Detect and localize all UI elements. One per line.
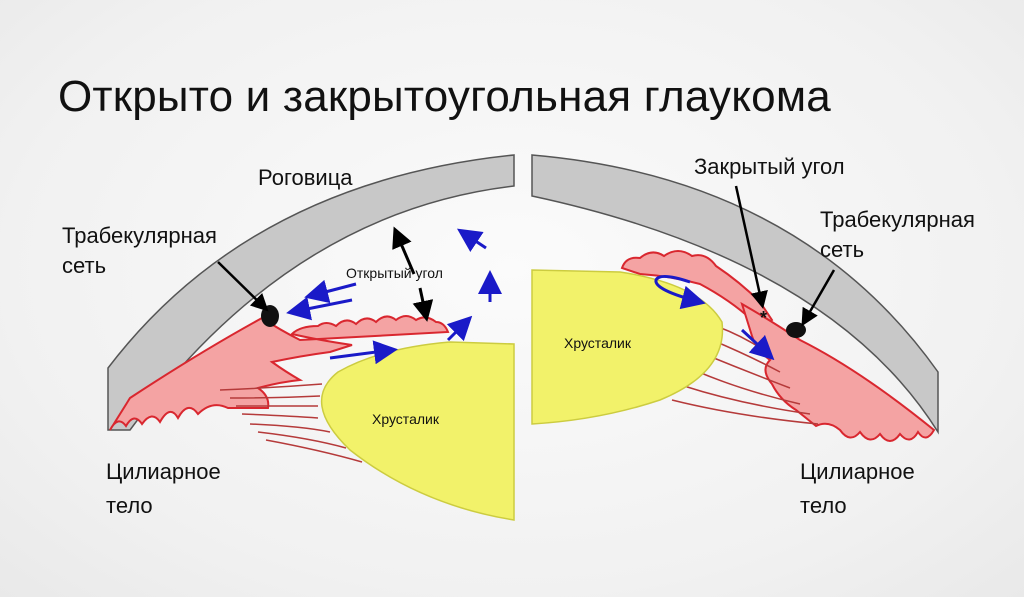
right-ciliary-body — [740, 301, 936, 442]
left-ciliary-body — [109, 315, 450, 431]
right-ciliary-label-line1: Цилиарное — [800, 459, 915, 484]
right-trabecular-meshwork — [786, 322, 806, 338]
right-trabecular-label-line1: Трабекулярная — [820, 207, 975, 232]
right-trabecular-pointer — [801, 269, 836, 327]
closed-angle-marker: * — [760, 308, 767, 328]
left-cornea-label: Роговица — [258, 165, 353, 190]
left-trabecular-label-line2: сеть — [62, 253, 107, 278]
left-zonule-fibers — [219, 383, 363, 463]
right-angle-label: Закрытый угол — [694, 154, 845, 179]
right-lens-shape — [531, 269, 724, 425]
right-iris-shape — [620, 250, 774, 326]
right-angle-pointer — [734, 185, 768, 309]
right-ciliary-label-line2: тело — [800, 493, 847, 518]
left-lens-shape — [320, 341, 515, 521]
left-aqueous-flow — [286, 228, 502, 365]
left-ciliary-label-line2: тело — [106, 493, 153, 518]
left-angle-pointer-down — [412, 287, 434, 322]
left-angle-label: Открытый угол — [346, 265, 443, 281]
left-trabecular-pointer — [217, 261, 269, 312]
page-title: Открыто и закрытоугольная глаукома — [58, 72, 831, 121]
right-aqueous-flow — [654, 275, 775, 361]
right-lens-label: Хрусталик — [564, 335, 632, 351]
left-lens-label: Хрусталик — [372, 411, 440, 427]
right-trabecular-label-line2: сеть — [820, 237, 865, 262]
left-trabecular-label-line1: Трабекулярная — [62, 223, 217, 248]
open-angle-eye: Открытый угол Хрусталик — [107, 154, 515, 521]
left-ciliary-label-line1: Цилиарное — [106, 459, 221, 484]
closed-angle-eye: * Хрусталик — [531, 154, 939, 442]
right-cornea-shape — [531, 154, 939, 435]
left-angle-pointer-up — [392, 226, 416, 275]
